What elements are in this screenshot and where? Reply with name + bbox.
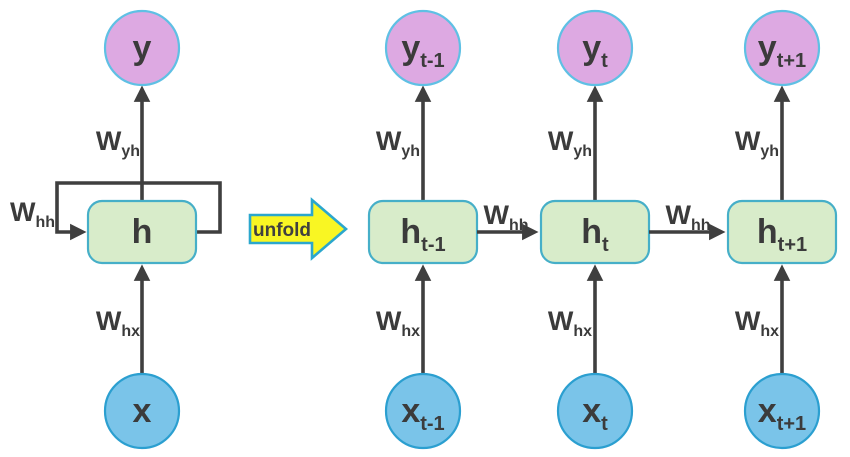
weight-label-whx: Whx <box>735 306 779 340</box>
input-node-x-t-1 <box>384 372 462 450</box>
input-node-x <box>103 372 181 450</box>
output-node-y-label: y <box>133 29 152 67</box>
unfold-arrow-label: unfold <box>253 220 311 241</box>
folded-network: y h x Wyh Whh Whx <box>10 9 222 450</box>
input-letter: x <box>133 392 152 430</box>
input-node-x-t <box>556 372 634 450</box>
timestep-column-t+1: yt+1 ht+1 xt+1 Wyh Whx <box>726 9 838 450</box>
output-node-y-t+1-label: yt+1 <box>758 29 806 72</box>
weight-label-wyh: Wyh <box>96 126 140 160</box>
output-letter: y <box>133 29 152 67</box>
output-node-y-t-label: yt <box>582 29 608 72</box>
weight-label-whh-link2: Whh <box>665 200 710 234</box>
weight-label-whx: Whx <box>96 306 140 340</box>
input-node-x-t-label: xt <box>582 392 608 435</box>
output-node-y-t+1 <box>743 9 821 87</box>
input-node-x-label: x <box>133 392 152 430</box>
weight-label-whh-link1: Whh <box>483 200 528 234</box>
weight-label-wyh: Wyh <box>376 126 420 160</box>
output-node-y-t-1-label: yt-1 <box>401 29 444 72</box>
hidden-node-h-t+1-label: ht+1 <box>757 213 807 256</box>
input-node-x-t+1-label: xt+1 <box>758 392 806 435</box>
timestep-column-t-1: yt-1 ht-1 xt-1 Wyh Whx <box>367 9 479 450</box>
unfold-arrow: unfold <box>248 197 349 261</box>
weight-label-wyh: Wyh <box>735 126 779 160</box>
output-node-y-t-1 <box>384 9 462 87</box>
output-node-y-t <box>556 9 634 87</box>
hidden-letter: h <box>132 213 153 251</box>
unfolded-network: yt-1 ht-1 xt-1 Wyh Whx Whh <box>367 9 838 450</box>
output-node-y <box>103 9 181 87</box>
hidden-node-h-t+1 <box>726 199 838 265</box>
weight-label-whx: Whx <box>376 306 420 340</box>
unfold-arrow-shape <box>248 197 349 261</box>
hidden-node-h-label: h <box>132 213 153 251</box>
input-node-x-t+1 <box>743 372 821 450</box>
input-node-x-t-1-label: xt-1 <box>401 392 444 435</box>
hidden-node-h <box>86 199 198 265</box>
timestep-column-t: yt ht xt Wyh Whx <box>539 9 651 450</box>
weight-label-wyh: Wyh <box>548 126 592 160</box>
weight-label-whh: Whh <box>10 197 55 231</box>
hidden-node-h-t-label: ht <box>581 213 609 256</box>
recurrent-loop-arrow <box>55 181 222 241</box>
hidden-node-h-t-1-label: ht-1 <box>400 213 445 256</box>
weight-label-whx: Whx <box>548 306 592 340</box>
